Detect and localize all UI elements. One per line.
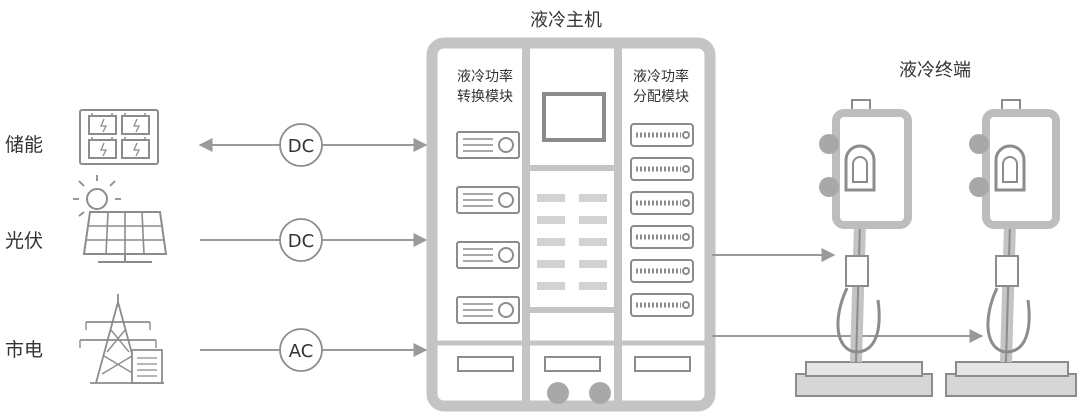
host-title: 液冷主机: [530, 10, 602, 31]
source-label-solar: 光伏: [5, 230, 43, 252]
host-vent-slots: [537, 194, 607, 290]
liquid-cooling-host-cabinet: 液冷功率 转换模块 液冷功率 分配模块: [426, 37, 716, 412]
power-grid-tower-icon: [79, 294, 164, 384]
distribution-module-label-line1: 液冷功率: [633, 68, 689, 85]
conversion-module-units: [456, 131, 520, 324]
distribution-module-label-line2: 分配模块: [633, 89, 689, 105]
host-display-screen: [542, 92, 606, 142]
conversion-module-label-line2: 转换模块: [457, 88, 513, 105]
link-storage: DC: [198, 123, 428, 167]
liquid-cooling-terminal-2: [945, 99, 1077, 397]
link-badge-storage: DC: [288, 136, 314, 157]
source-label-grid: 市电: [5, 339, 43, 361]
terminal-title: 液冷终端: [899, 60, 971, 81]
energy-storage-icon: [79, 109, 159, 165]
conversion-module-label-line1: 液冷功率: [457, 68, 513, 85]
link-grid: AC: [200, 328, 428, 372]
link-badge-solar: DC: [288, 231, 314, 252]
liquid-cooling-terminal-1: [795, 99, 933, 397]
host-wheel-right: [589, 382, 611, 404]
host-wheel-left: [547, 382, 569, 404]
distribution-module-units: [630, 123, 694, 317]
source-label-storage: 储能: [5, 134, 43, 156]
link-badge-grid: AC: [289, 341, 314, 362]
solar-panel-icon: [73, 175, 168, 263]
link-solar: DC: [200, 218, 428, 262]
